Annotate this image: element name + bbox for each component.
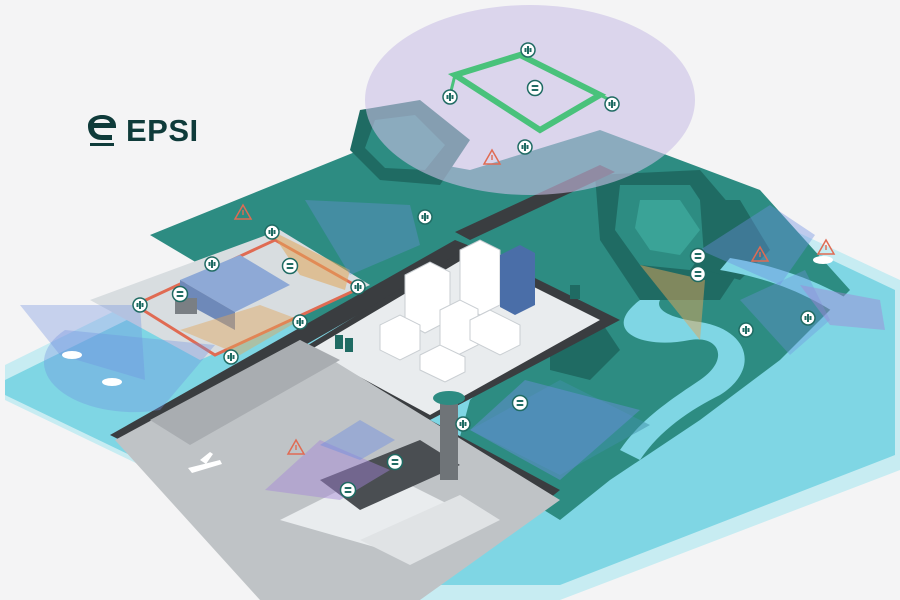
- forest-compound: [470, 380, 650, 475]
- security-dome: [365, 5, 695, 195]
- epsi-logo-mark-icon: [88, 115, 116, 146]
- city-block: [310, 239, 600, 415]
- brand-name: EPSI: [126, 112, 199, 148]
- plane-icon: [188, 452, 222, 473]
- coverage-zones: [20, 5, 885, 500]
- brand-logo: EPSI: [84, 112, 199, 148]
- boat-icons: [62, 256, 833, 386]
